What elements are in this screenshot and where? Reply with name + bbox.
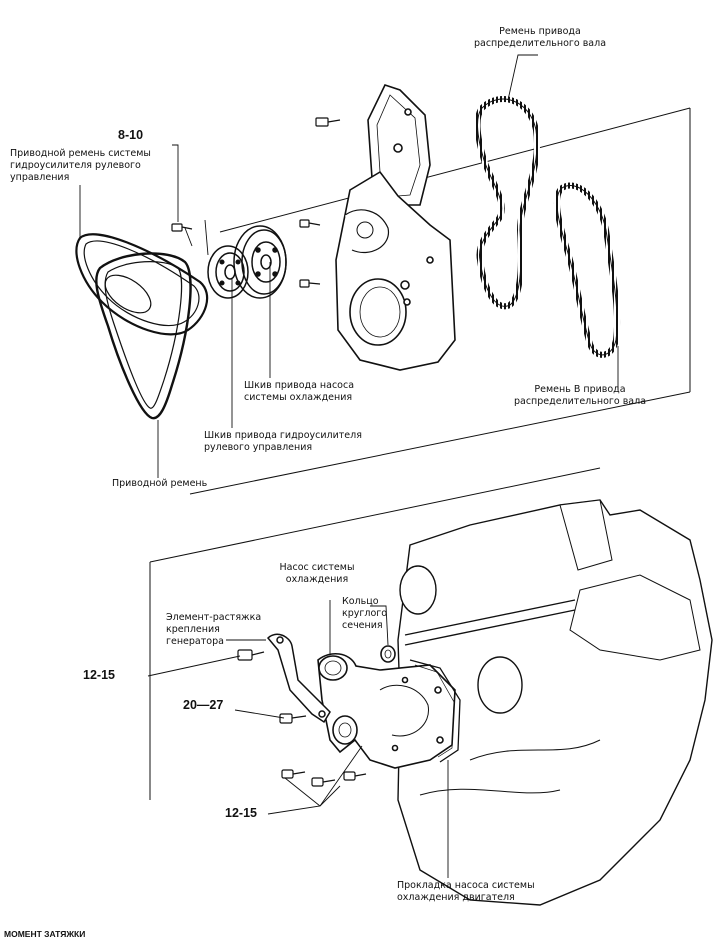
top-leader-lines [79, 54, 619, 478]
label-ps-belt: Приводной ремень системы гидроусилителя … [10, 148, 151, 183]
label-drive-belt: Приводной ремень [112, 478, 208, 489]
bolt-icon [237, 649, 367, 787]
pump-gasket-icon [409, 659, 461, 763]
camshaft-belt-icon [474, 96, 540, 310]
label-water-pump: Насос системы охлаждения [279, 562, 355, 585]
label-o-ring: Кольцо круглого сечения [342, 596, 388, 631]
water-pump-icon [317, 653, 456, 769]
drive-belt-icon [95, 252, 192, 420]
torque-value: 12-15 [83, 668, 115, 682]
bottom-section-frame [149, 467, 601, 800]
timing-cover-upper-icon [367, 84, 431, 206]
label-pump-pulley: Шкив привода насоса системы охлаждения [244, 380, 355, 403]
torque-value: 8-10 [118, 128, 144, 142]
alternator-brace-icon [266, 633, 331, 724]
label-camshaft-belt-b: Ремень В привода распределительного вала [513, 384, 647, 407]
bolt-icon [171, 117, 341, 288]
camshaft-belt-b-icon [553, 182, 621, 358]
label-camshaft-belt: Ремень привода распределительного вала [473, 26, 607, 49]
torque-value: 12-15 [225, 806, 257, 820]
o-ring-icon [380, 645, 396, 663]
top-section-frame [189, 107, 691, 495]
bottom-leader-lines [147, 600, 449, 878]
engine-block-icon [397, 499, 713, 906]
footer-note: МОМЕНТ ЗАТЯЖКИ [4, 929, 86, 939]
label-ps-pulley: Шкив привода гидроусилителя рулевого упр… [204, 430, 362, 453]
label-alternator-brace: Элемент-растяжка крепления генератора [166, 612, 262, 647]
label-pump-gasket: Прокладка насоса системы охлаждения двиг… [397, 880, 535, 903]
water-pump-pulley-icon [233, 225, 287, 299]
torque-value: 20—27 [183, 698, 224, 712]
timing-cover-lower-icon [335, 170, 456, 371]
